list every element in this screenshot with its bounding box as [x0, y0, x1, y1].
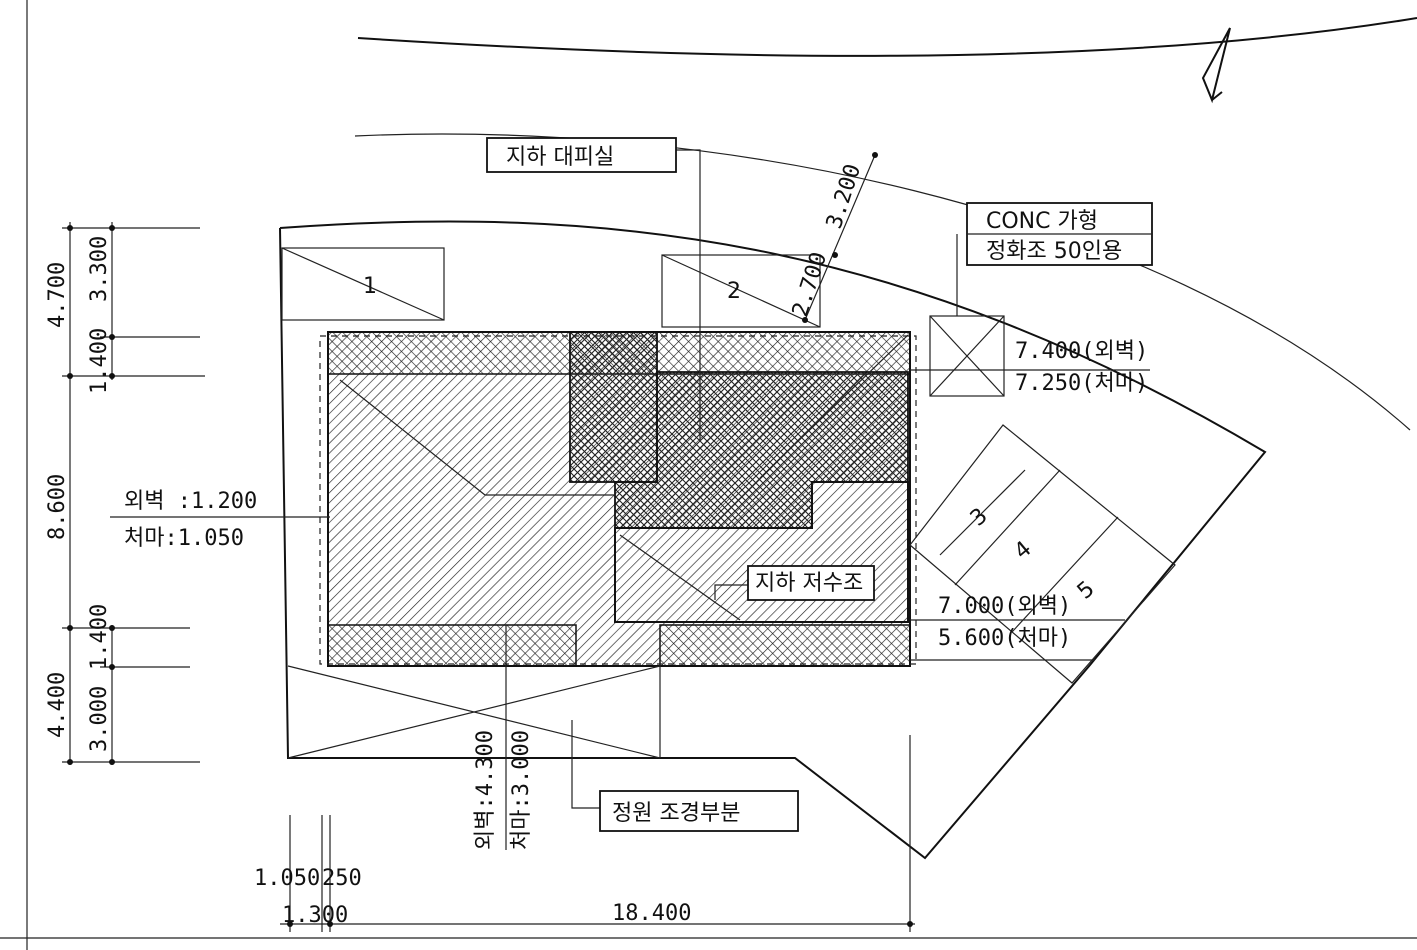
leader-shelter: [676, 149, 701, 440]
road-edge-outer: [357, 17, 1417, 57]
bottom-dimension-chain: [280, 735, 915, 932]
parking-slot-5-label: 5: [1073, 576, 1100, 604]
right-bottom-wall-setback: 7.000(외벽): [938, 594, 1071, 619]
parking-slot-4-label: 4: [1010, 536, 1037, 564]
label-box-shelter: [486, 137, 677, 173]
dim-3000: 3.000: [87, 686, 112, 752]
septic-tank: [929, 315, 1005, 397]
road-edge-inner: [354, 133, 1411, 431]
left-wall-setback: 외벽 :1.200: [124, 489, 257, 514]
north-arrow-icon: [1201, 27, 1231, 104]
site-boundary: [279, 220, 1267, 860]
left-eave-setback: 처마:1.050: [124, 526, 244, 551]
conc-type-label: CONC 가형: [986, 209, 1098, 234]
label-box-garden: [599, 790, 799, 832]
front-garden-area: [287, 630, 661, 759]
right-bottom-eave-setback: 5.600(처마): [938, 626, 1071, 651]
basement-water-tank-label: 지하 저수조: [755, 571, 863, 596]
right-top-wall-setback: 7.400(외벽): [1015, 339, 1148, 364]
leader-water-tank: [714, 584, 750, 600]
label-box-water-tank: [747, 565, 875, 601]
dim-1050: 1.050: [254, 866, 320, 891]
dim-2700: 2.700: [788, 249, 832, 320]
dim-3300: 3.300: [87, 236, 112, 302]
bottom-wall-setback: 외벽:4.300: [473, 730, 498, 850]
parking-slot-1: [281, 247, 445, 321]
dim-18400: 18.400: [612, 901, 691, 926]
parking-slot-2: [661, 254, 821, 328]
dim-4400: 4.400: [45, 672, 70, 738]
dim-250: 250: [322, 866, 362, 891]
dim-1400-top: 1.400: [87, 328, 112, 394]
left-dimension-chain: [62, 222, 205, 765]
leader-garden: [571, 720, 600, 809]
parking-slot-1-label: 1: [363, 274, 377, 299]
bottom-eave-setback: 처마:3.000: [509, 730, 534, 850]
dim-8600: 8.600: [45, 474, 70, 540]
dim-1300: 1.300: [282, 903, 348, 928]
parking-slot-2-label: 2: [727, 279, 741, 304]
parking-slot-3-label: 3: [966, 503, 993, 531]
dim-4700: 4.700: [45, 262, 70, 328]
dim-line-3200: [804, 154, 876, 321]
septic-capacity-label: 정화조 50인용: [986, 239, 1122, 264]
right-top-eave-setback: 7.250(처마): [1015, 371, 1148, 396]
front-garden-label: 정원 조경부분: [612, 801, 740, 826]
basement-shelter-label: 지하 대피실: [506, 145, 614, 170]
dim-1400-bottom: 1.400: [87, 604, 112, 670]
building-footprint: [319, 331, 917, 667]
